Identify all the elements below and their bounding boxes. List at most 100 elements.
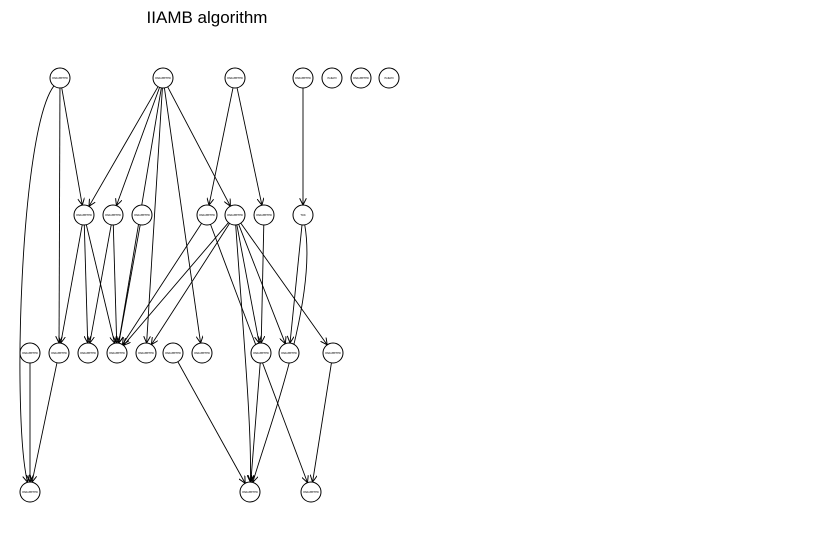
node-r2g: TOK bbox=[292, 204, 314, 226]
node-label: PARAMETER bbox=[109, 351, 125, 355]
node-label: PARAMETER bbox=[227, 76, 243, 80]
node-circle bbox=[49, 67, 71, 89]
node-label: PARAMETER bbox=[138, 351, 154, 355]
node-label: PARAMETER bbox=[105, 213, 121, 217]
node-label: PARAMETER bbox=[295, 76, 311, 80]
node-label: PARAMETER bbox=[325, 351, 341, 355]
node-r2f: PARAMETER bbox=[253, 204, 275, 226]
node-r4b: PARAMETER bbox=[239, 481, 261, 503]
node-r3g: PARAMETER bbox=[191, 342, 213, 364]
node-label: PARAMETER bbox=[256, 213, 272, 217]
node-r3a: PARAMETER bbox=[19, 342, 41, 364]
node-r1f: PARAMETER bbox=[350, 67, 372, 89]
node-r2e: PARAMETER bbox=[224, 204, 246, 226]
node-label: PARAMETER bbox=[155, 76, 171, 80]
node-label: PARAMETER bbox=[227, 213, 243, 217]
node-r4a: PARAMETER bbox=[19, 481, 41, 503]
edge-r2b-to-r3c bbox=[90, 224, 112, 343]
edge-r1b-to-r3e bbox=[147, 87, 163, 343]
node-r3e: PARAMETER bbox=[135, 342, 157, 364]
edge-r3j-to-r4c bbox=[313, 362, 332, 482]
edge-r2e-to-r3e bbox=[151, 223, 230, 344]
node-circle bbox=[250, 342, 272, 364]
edge-r2e-to-r3d bbox=[123, 222, 229, 346]
node-label: PARAMETER bbox=[281, 351, 297, 355]
edge-r1c-to-r2d bbox=[209, 87, 234, 205]
edge-r3h-to-r4b bbox=[251, 362, 261, 482]
node-circle bbox=[102, 204, 124, 226]
node-label: TOK bbox=[300, 213, 306, 217]
node-circle bbox=[239, 481, 261, 503]
node-circle bbox=[135, 342, 157, 364]
node-r1d: PARAMETER bbox=[292, 67, 314, 89]
node-label: PARAMETER bbox=[303, 490, 319, 494]
node-circle bbox=[131, 204, 153, 226]
node-circle bbox=[162, 342, 184, 364]
node-r3b: PARAMETER bbox=[48, 342, 70, 364]
node-circle bbox=[106, 342, 128, 364]
node-label: PARAMETER bbox=[22, 351, 38, 355]
edge-r2e-to-r3i bbox=[238, 224, 286, 343]
edge-r2g-to-r3i bbox=[290, 224, 303, 343]
node-circle bbox=[19, 342, 41, 364]
node-circle bbox=[77, 342, 99, 364]
node-label: PARAMETER bbox=[134, 213, 150, 217]
edge-r2c-to-r3d bbox=[119, 224, 141, 343]
node-label: PARAMETER bbox=[242, 490, 258, 494]
node-label: PARAMETER bbox=[52, 76, 68, 80]
node-label: PARAMETER bbox=[76, 213, 92, 217]
node-r1b: PARAMETER bbox=[152, 67, 174, 89]
node-r2d: PARAMETER bbox=[196, 204, 218, 226]
node-r3d: PARAMETER bbox=[106, 342, 128, 364]
node-label: PARAMETER bbox=[199, 213, 215, 217]
edge-layer bbox=[19, 85, 332, 484]
node-r3h: PARAMETER bbox=[250, 342, 272, 364]
node-r3j: PARAMETER bbox=[322, 342, 344, 364]
node-layer: PARAMETER PARAMETER PARAMETER PARAMETER PARA… bbox=[19, 67, 400, 503]
edge-r1b-to-r2a bbox=[89, 86, 159, 207]
node-r2c: PARAMETER bbox=[131, 204, 153, 226]
edge-r1a-to-r4a bbox=[19, 85, 55, 482]
node-circle bbox=[191, 342, 213, 364]
edge-r1c-to-r2f bbox=[236, 87, 262, 205]
edge-r3f-to-r4b bbox=[177, 361, 245, 484]
node-label: PARAMETER bbox=[194, 351, 210, 355]
node-circle bbox=[278, 342, 300, 364]
node-circle bbox=[152, 67, 174, 89]
node-r1c: PARAMETER bbox=[224, 67, 246, 89]
node-r3c: PARAMETER bbox=[77, 342, 99, 364]
node-label: PARAMETER bbox=[22, 490, 38, 494]
node-circle bbox=[224, 204, 246, 226]
node-label: PARAMETER bbox=[253, 351, 269, 355]
node-label: PARAM bbox=[328, 76, 337, 80]
edge-r1b-to-r2e bbox=[167, 86, 231, 206]
edge-r1a-to-r2a bbox=[61, 87, 83, 205]
edge-r2b-to-r3d bbox=[112, 224, 116, 343]
edge-r1b-to-r3g bbox=[163, 87, 200, 343]
node-circle bbox=[253, 204, 275, 226]
node-label: PARAM bbox=[385, 76, 394, 80]
node-circle bbox=[19, 481, 41, 503]
edge-r3b-to-r4a bbox=[32, 362, 58, 482]
node-label: PARAMETER bbox=[80, 351, 96, 355]
edge-r2e-to-r4b bbox=[235, 224, 251, 482]
node-r4c: PARAMETER bbox=[300, 481, 322, 503]
node-circle bbox=[196, 204, 218, 226]
node-circle bbox=[378, 67, 400, 89]
node-circle bbox=[300, 481, 322, 503]
node-r1a: PARAMETER bbox=[49, 67, 71, 89]
edge-r2a-to-r3c bbox=[83, 224, 87, 343]
edge-r2f-to-r3h bbox=[261, 224, 264, 343]
node-label: PARAMETER bbox=[51, 351, 67, 355]
node-circle bbox=[224, 67, 246, 89]
node-r3i: PARAMETER bbox=[278, 342, 300, 364]
edge-r1a-to-r3b bbox=[59, 87, 60, 343]
edge-r1b-to-r2b bbox=[116, 87, 160, 205]
edge-r2d-to-r3d bbox=[122, 223, 202, 344]
diagram-title: IIAMB algorithm bbox=[147, 8, 268, 27]
node-circle bbox=[48, 342, 70, 364]
node-r1g: PARAM bbox=[378, 67, 400, 89]
node-circle bbox=[322, 342, 344, 364]
edge-r2e-to-r3j bbox=[240, 222, 327, 345]
